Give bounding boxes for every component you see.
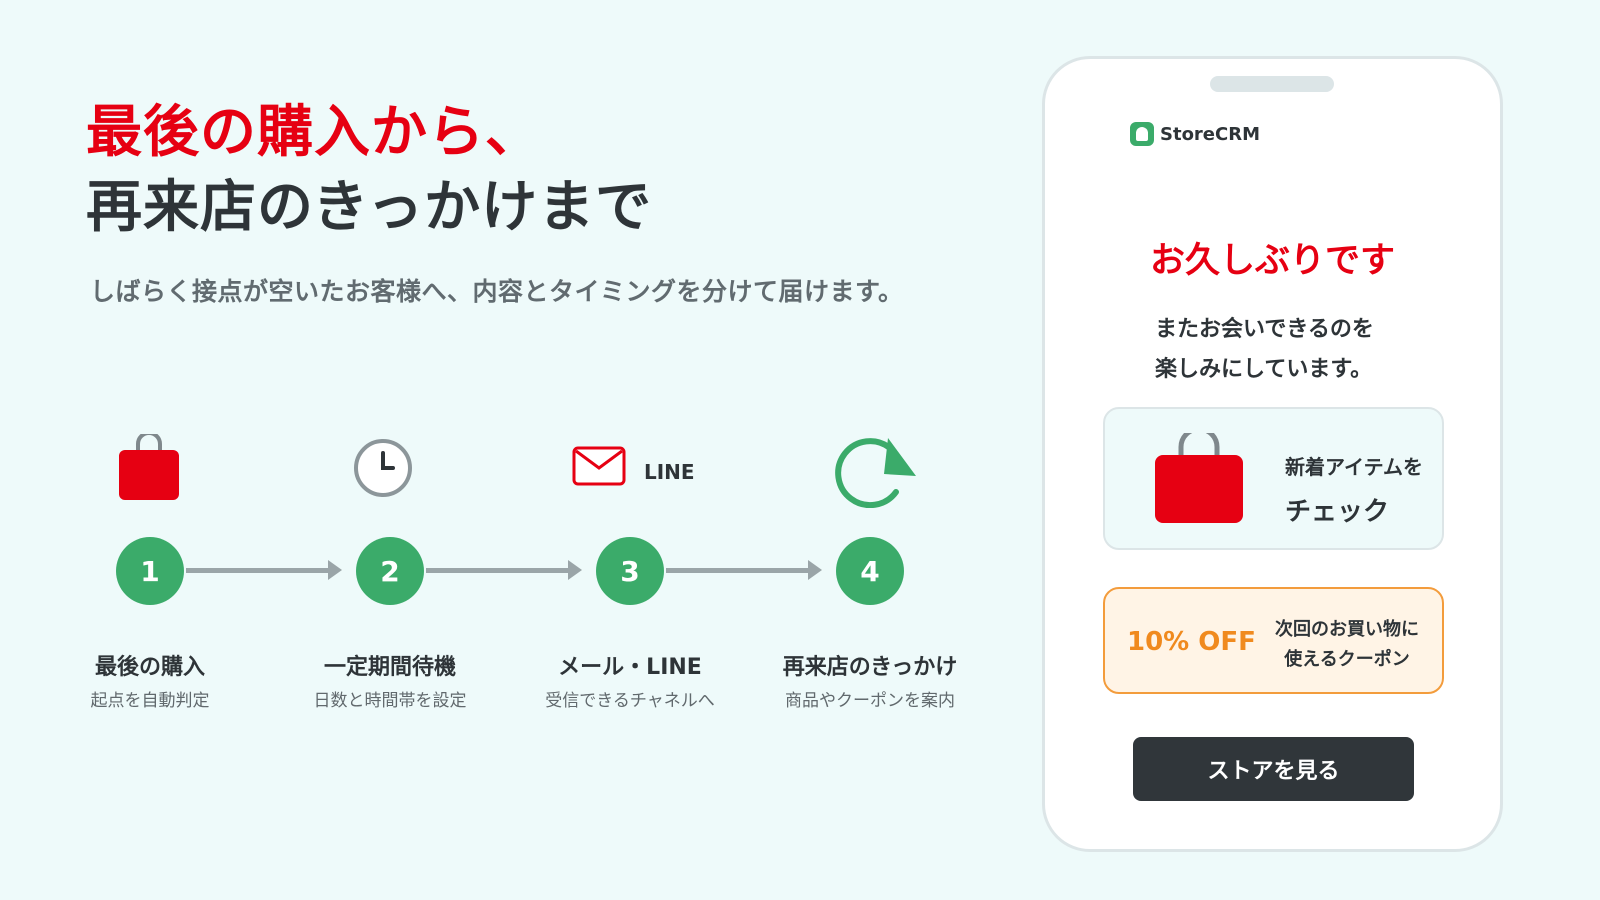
step-title-4: 再来店のきっかけ <box>782 655 958 680</box>
line-channel-label: LINE <box>644 460 695 484</box>
step-number-4: 4 <box>836 537 904 605</box>
shopping-bag-icon <box>119 434 179 500</box>
coupon-line-1: 次回のお買い物に <box>1275 619 1419 640</box>
headline-line-1: 最後の購入から、 <box>86 100 542 165</box>
coupon-line-2: 使えるクーポン <box>1284 649 1410 670</box>
phone-message-line-1: またお会いできるのを <box>1155 317 1374 342</box>
step-sub-3: 受信できるチャネルへ <box>545 691 715 711</box>
process-steps: LINE 1 2 3 4 最後の購入 一定期間待機 メール・LINE 再来店のき… <box>90 434 958 711</box>
clock-icon <box>354 439 412 497</box>
step-connector-1-2 <box>186 560 342 580</box>
step-title-2: 一定期間待機 <box>323 655 456 680</box>
new-items-line-1: 新着アイテムを <box>1285 455 1423 479</box>
step-title-3: メール・LINE <box>558 655 702 680</box>
step-connector-2-3 <box>426 560 582 580</box>
step-number-1: 1 <box>116 537 184 605</box>
phone-notch <box>1210 76 1334 92</box>
mail-icon <box>572 446 626 486</box>
new-items-line-2: チェック <box>1285 497 1390 527</box>
phone-message-line-2: 楽しみにしています。 <box>1155 357 1373 382</box>
step-sub-2: 日数と時間帯を設定 <box>313 691 467 711</box>
coupon-value: 10% OFF <box>1127 627 1256 657</box>
step-number-2: 2 <box>356 537 424 605</box>
phone-title: お久しぶりです <box>1149 241 1395 281</box>
shopping-bag-icon <box>1155 433 1243 523</box>
coupon-description: 次回のお買い物に 使えるクーポン <box>1267 615 1427 675</box>
brand-logo: StoreCRM <box>1130 122 1260 146</box>
step-sub-4: 商品やクーポンを案内 <box>785 691 955 711</box>
coupon-card[interactable]: 10% OFF 次回のお買い物に 使えるクーポン <box>1103 587 1444 694</box>
ghost-logo-icon <box>1130 122 1154 146</box>
step-connector-3-4 <box>666 560 822 580</box>
view-store-button[interactable]: ストアを見る <box>1133 737 1414 801</box>
refresh-arrow-icon <box>835 438 916 508</box>
headline: 最後の購入から、 再来店のきっかけまで <box>86 96 652 246</box>
subline: しばらく接点が空いたお客様へ、内容とタイミングを分けて届けます。 <box>90 277 904 306</box>
new-items-card[interactable]: 新着アイテムを チェック <box>1103 407 1444 550</box>
step-title-1: 最後の購入 <box>94 655 205 680</box>
step-sub-1: 起点を自動判定 <box>90 691 210 711</box>
brand-name: StoreCRM <box>1160 123 1261 145</box>
headline-line-2: 再来店のきっかけまで <box>86 175 653 240</box>
step-number-3: 3 <box>596 537 664 605</box>
phone-message: またお会いできるのを 楽しみにしています。 <box>1155 310 1374 390</box>
